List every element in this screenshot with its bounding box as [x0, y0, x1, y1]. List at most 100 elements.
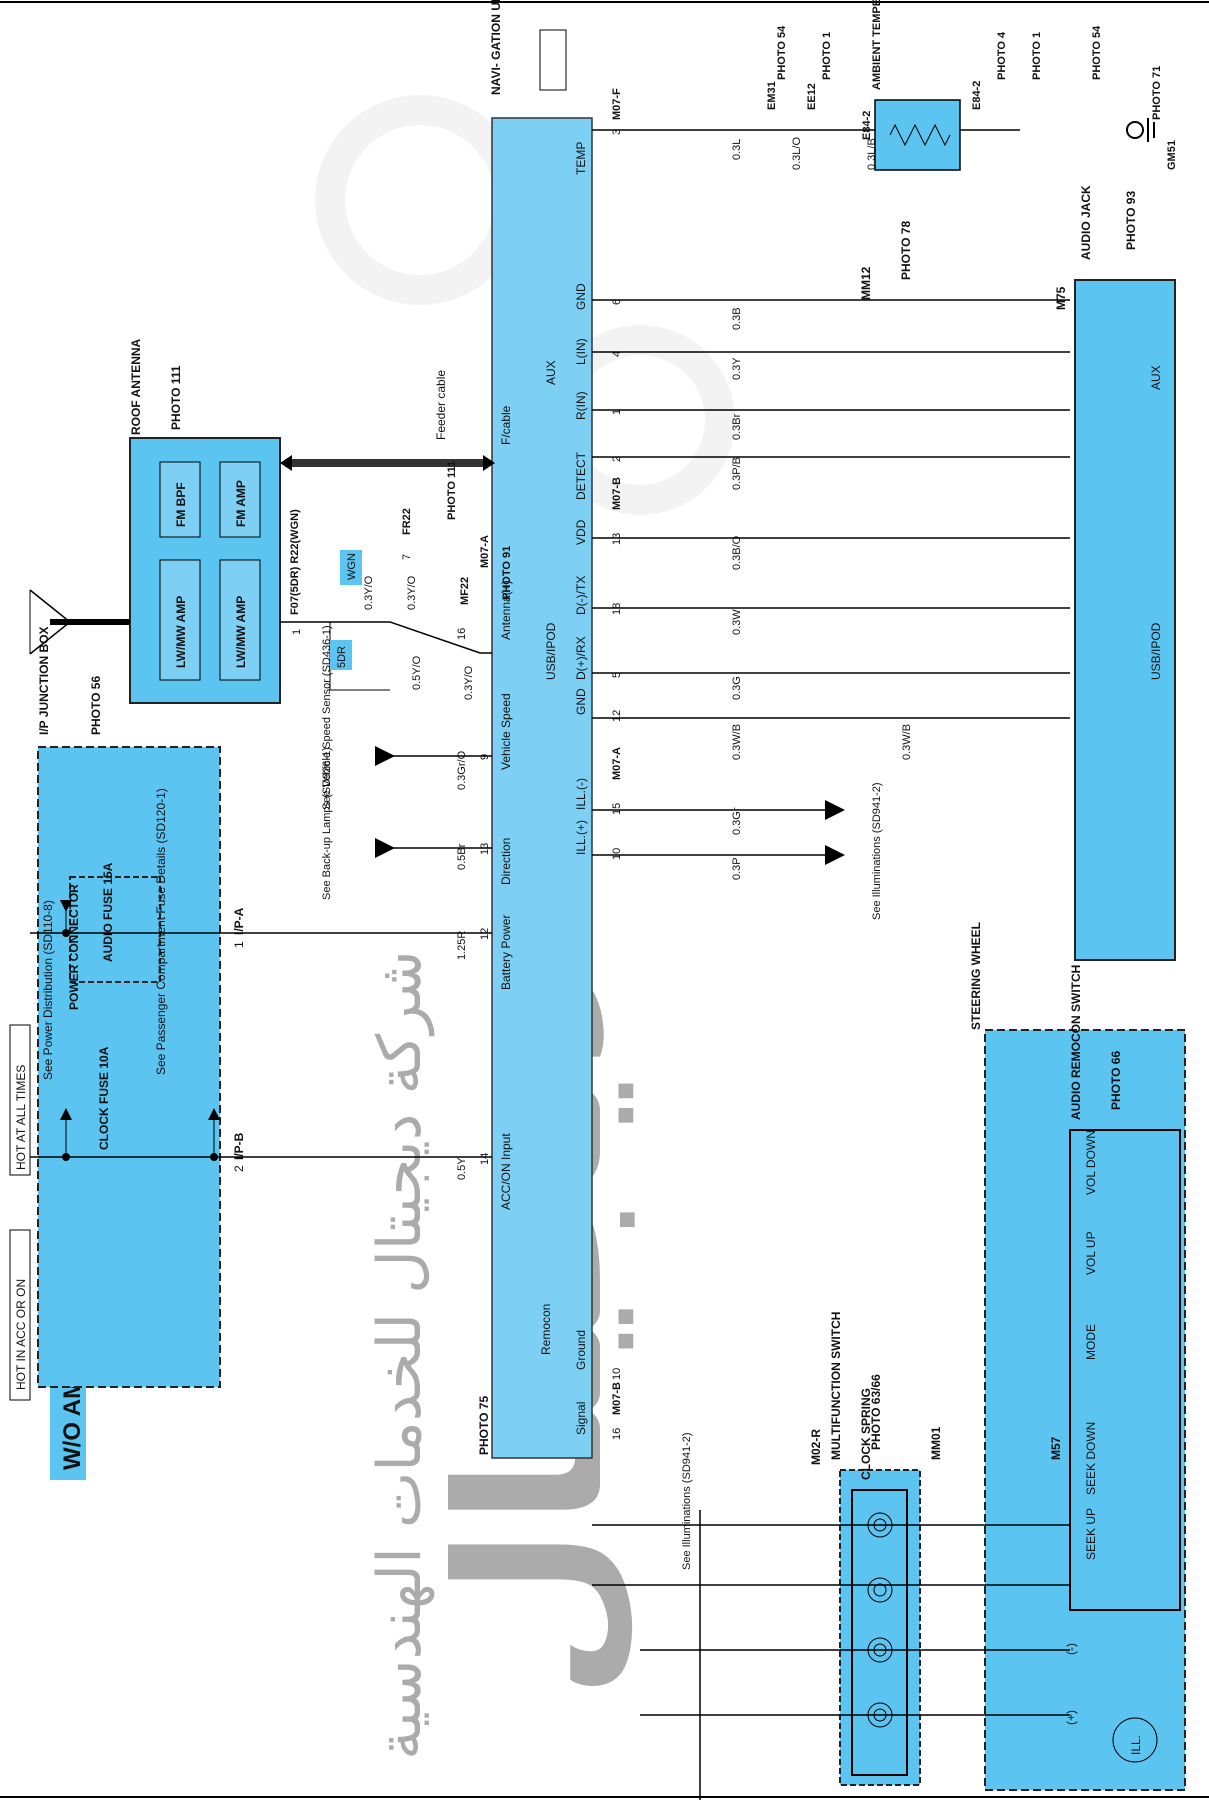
antenna-block-1: LW/MW AMP — [174, 596, 188, 668]
resistor-icon — [889, 123, 951, 147]
nav-rin: R(IN) — [574, 391, 588, 420]
clock-fuse-label: CLOCK FUSE 10A — [97, 1046, 111, 1150]
audio-jack-photo: PHOTO 93 — [1124, 191, 1138, 250]
nav-lin: L(IN) — [574, 338, 588, 365]
pin-gnd: 12 — [611, 710, 623, 722]
remocon-photo: PHOTO 66 — [1109, 1051, 1123, 1110]
wire-y: 0.3Y — [731, 357, 743, 380]
pin-acc: 14 — [479, 1153, 491, 1165]
fr22-label: FR22 — [401, 508, 413, 535]
ground-icon — [1126, 118, 1155, 142]
nav-signal: Signal — [574, 1402, 588, 1435]
nav-photo-box — [539, 29, 567, 91]
antenna-pin: 1 — [291, 629, 303, 635]
wire-b: 0.3B — [731, 307, 743, 330]
pin-sig: 16 — [611, 1428, 623, 1440]
audio-jack-usb: USB/IPOD — [1149, 622, 1163, 680]
temp-sensor-conn: E84-2 — [861, 111, 873, 140]
mf22-photo: PHOTO 91 — [501, 546, 513, 600]
pin-ill-m: 15 — [611, 803, 623, 815]
hot-acc-label: HOT IN ACC OR ON — [14, 1279, 28, 1390]
antenna-block-4: FM AMP — [234, 480, 248, 527]
btn-seek-up: SEEK UP — [1084, 1508, 1098, 1560]
pin-rin: 1 — [611, 409, 623, 415]
m07f-label: M07-F — [611, 88, 623, 120]
illumination-icon — [1112, 1717, 1158, 1763]
nav-remocon: Remocon — [539, 1304, 553, 1355]
temp-sensor-box — [874, 99, 961, 171]
nav-ground: Ground — [574, 1330, 588, 1370]
mm01-label: MM01 — [929, 1426, 943, 1460]
steering-name: STEERING WHEEL — [969, 922, 983, 1030]
pin-detect: 2 — [611, 456, 623, 462]
wire-l: 0.3L — [731, 139, 743, 160]
pin-ip-a: 1 — [232, 941, 246, 948]
wire-battery: 1.25R — [456, 931, 468, 960]
pin-gnd2: 6 — [611, 299, 623, 305]
wire-lo: 0.3L/O — [791, 137, 803, 170]
tag-wgn: WGN — [346, 553, 358, 580]
ref-speed: See Vehicle Speed Sensor (SD436-1) — [321, 625, 333, 810]
steering-wheel-box — [984, 1029, 1186, 1791]
svg-text:شركة ديجيتال للخدمات الهندسية: شركة ديجيتال للخدمات الهندسية — [365, 950, 435, 1760]
m07b-remocon: M07-B — [611, 1382, 623, 1415]
wire-b: 0.3Y/O — [406, 575, 418, 610]
wire-w: 0.3W — [731, 609, 743, 635]
ill-minus: (-) — [1064, 1643, 1078, 1655]
em31b-photo: PHOTO 54 — [1091, 25, 1103, 80]
tag-5dr: 5DR — [336, 646, 348, 668]
ref-ill1: See Illuminations (SD941-2) — [871, 782, 883, 920]
nav-gnd: GND — [574, 688, 588, 715]
title-bg — [50, 1370, 86, 1480]
antenna-conn: F07(5DR) R22(WGN) — [289, 509, 301, 615]
antenna-block-2: LW/MW AMP — [234, 596, 248, 668]
e84-photo: PHOTO 4 — [996, 31, 1008, 80]
nav-gnd2: GND — [574, 283, 588, 310]
pin-direction: 13 — [479, 843, 491, 855]
nav-fcable: F/cable — [499, 405, 513, 445]
clock-spring-label: CLOCK SPRING — [859, 1388, 873, 1480]
pin-ip-b: 2 — [232, 1165, 246, 1172]
btn-mode: MODE — [1084, 1324, 1098, 1360]
audio-jack-box — [1074, 279, 1176, 961]
audio-jack-name: AUDIO JACK — [1079, 185, 1093, 260]
temp-sensor-name: AMBIENT TEMPERA- TURE SENSOR #2 — [871, 0, 883, 90]
roof-antenna-name: ROOF ANTENNA — [129, 338, 143, 435]
pin-temp: 3 — [611, 129, 623, 135]
ee12-photo: PHOTO 1 — [821, 32, 833, 80]
em31-photo: PHOTO 54 — [776, 25, 788, 80]
ground-photo: PHOTO 71 — [1151, 66, 1163, 120]
m02r-label: M02-R — [809, 1429, 823, 1465]
pin-dplus: 5 — [611, 672, 623, 678]
junction-box-photo: PHOTO 56 — [89, 676, 103, 735]
nav-ill-plus: ILL.(+) — [574, 820, 588, 855]
feeder-label: Feeder cable — [434, 370, 448, 440]
mm12-photo: PHOTO 78 — [899, 221, 913, 280]
pin-dminus: 18 — [611, 603, 623, 615]
wire-a: 0.3Y/O — [363, 575, 375, 610]
wire-ill-gr: 0.3Gr — [731, 807, 743, 835]
audio-jack-conn: M75 — [1054, 286, 1068, 310]
nav-direction: Direction — [499, 838, 513, 885]
m57-label: M57 — [1049, 1436, 1063, 1460]
wire-br: 0.3Br — [731, 413, 743, 440]
pin-ill-p: 10 — [611, 848, 623, 860]
wire-acc: 0.5Y — [456, 1157, 468, 1180]
power-connector-label: POWER CONNECTOR — [67, 884, 81, 1010]
multifunction-photo: PHOTO 63/66 — [869, 1374, 883, 1450]
ill-plus: (+) — [1064, 1710, 1078, 1725]
nav-dplus: D(+)/RX — [574, 636, 588, 680]
m07b-right: M07-B — [611, 477, 623, 510]
wire-ill-p: 0.3P — [731, 857, 743, 880]
junction-box — [37, 746, 221, 1388]
power-connector-box — [69, 876, 161, 983]
nav-dminus: D(-)/TX — [574, 576, 588, 615]
nav-speed: Vehicle Speed — [499, 693, 513, 770]
m07a-antenna: M07-A — [479, 535, 491, 568]
wire-speed: 0.3Gr/O — [456, 750, 468, 790]
audio-jack-aux: AUX — [1149, 365, 1163, 390]
nav-detect: DETECT — [574, 451, 588, 500]
ref-ill2: See Illuminations (SD941-2) — [681, 1432, 693, 1570]
nav-ill-minus: ILL.(-) — [574, 778, 588, 810]
